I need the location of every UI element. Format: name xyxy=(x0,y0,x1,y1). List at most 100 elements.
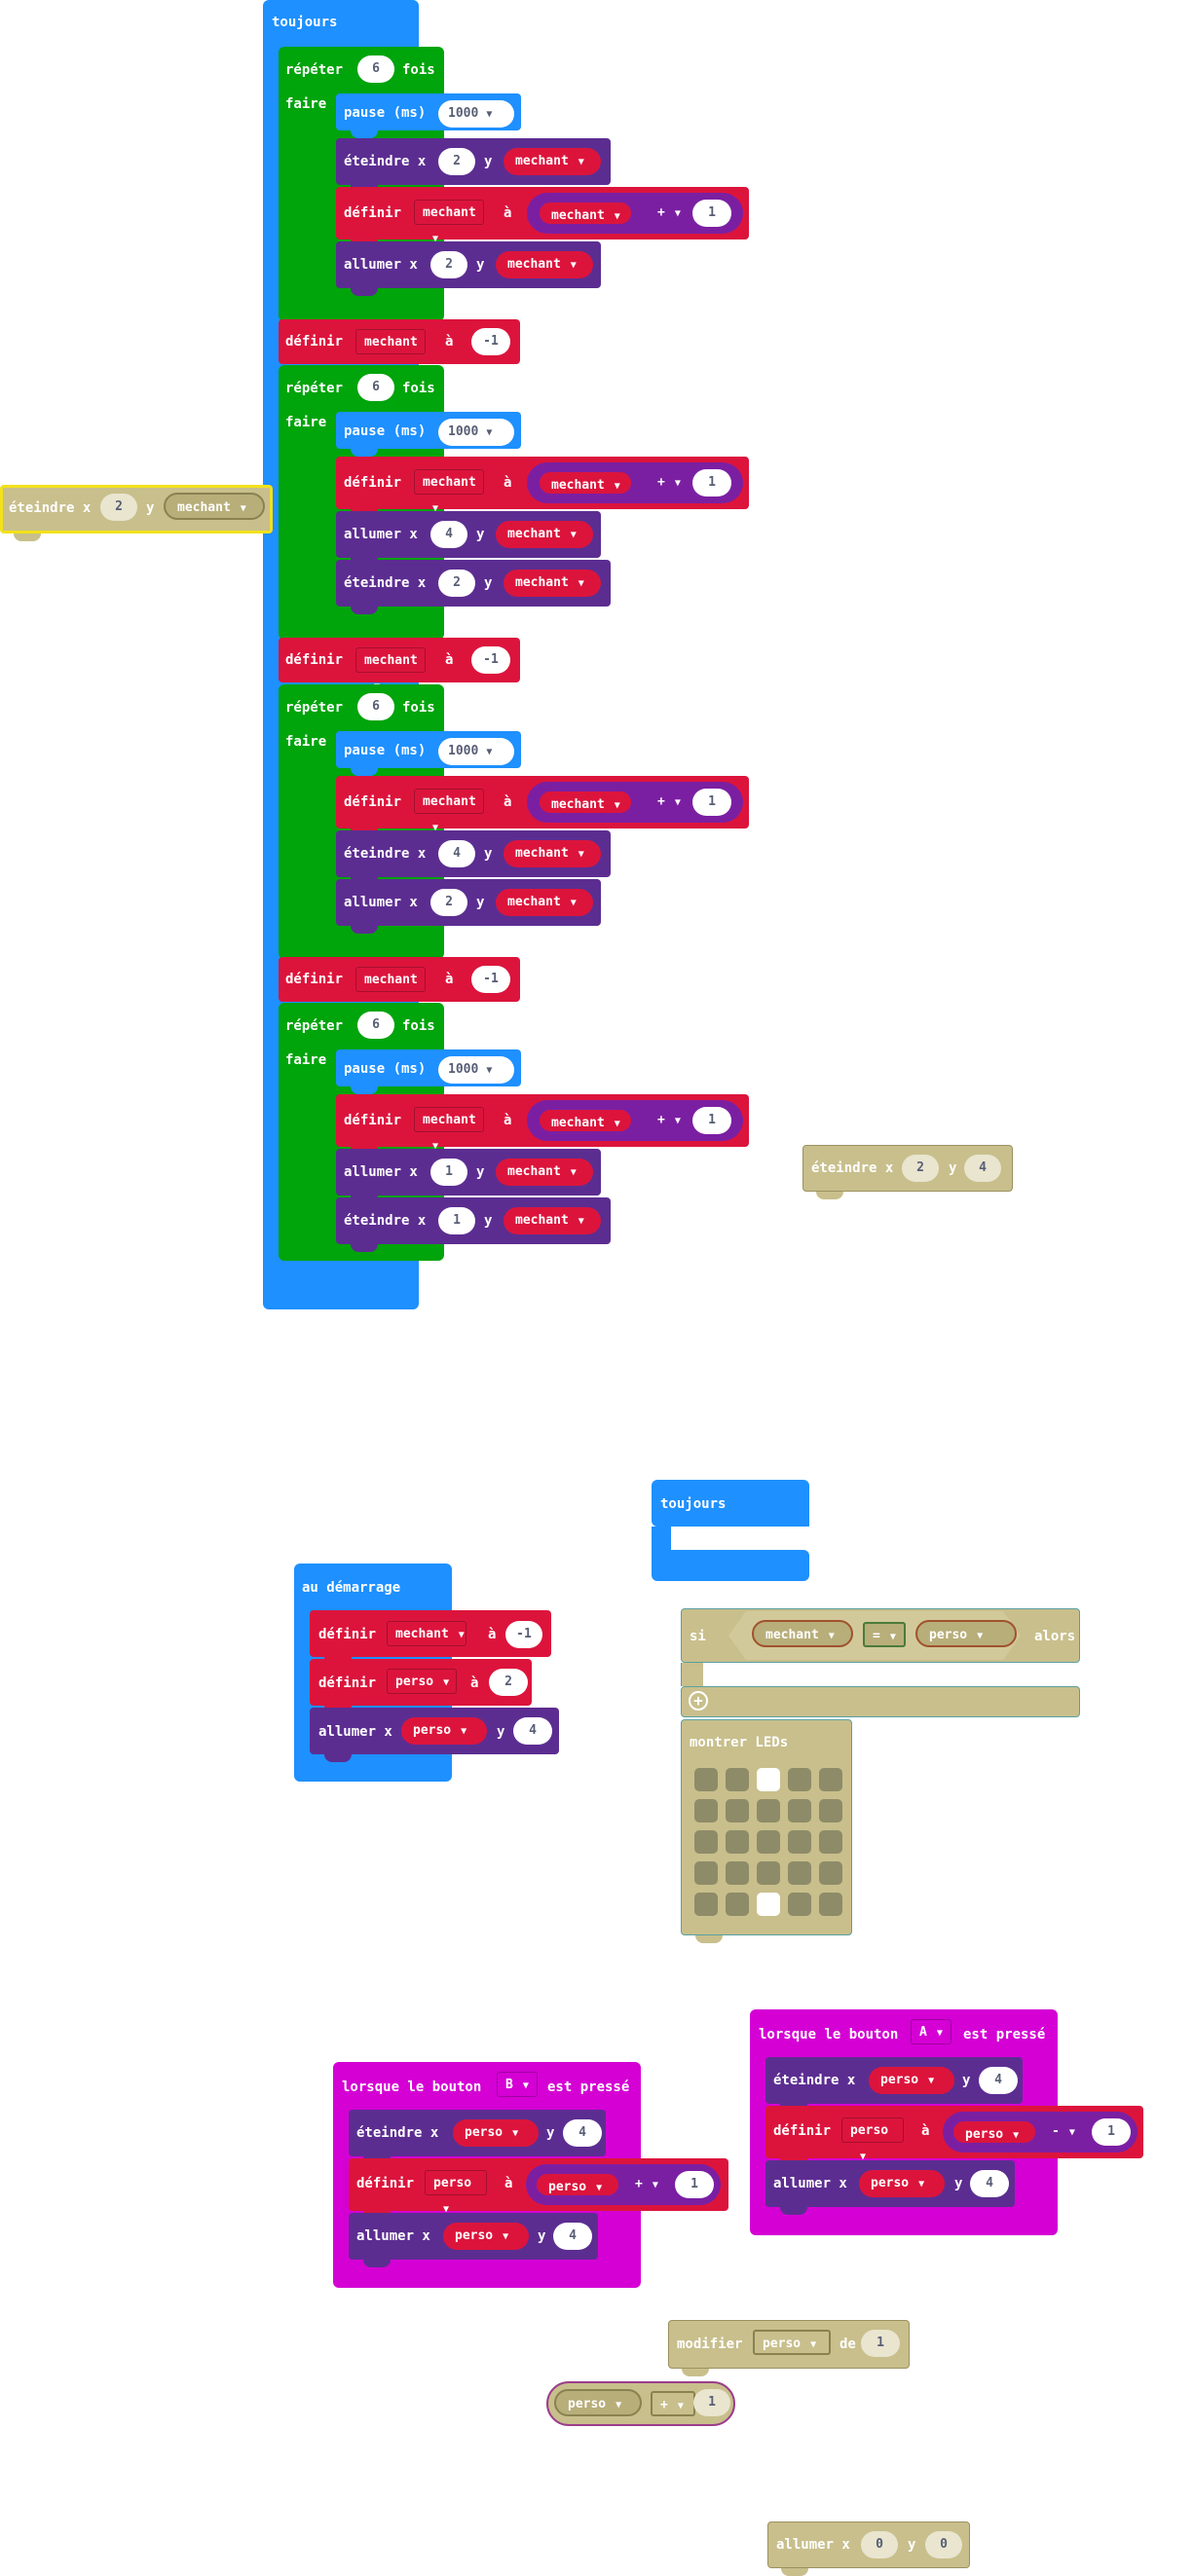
variable-reporter[interactable]: mechant▼ xyxy=(504,840,601,867)
number-input[interactable]: 1 xyxy=(1092,2118,1131,2146)
chevron-down-icon[interactable]: ▼ xyxy=(828,1631,835,1641)
x-input[interactable]: 2 xyxy=(430,889,467,916)
x-input[interactable]: 2 xyxy=(438,570,475,597)
chevron-down-icon[interactable]: ▼ xyxy=(677,2401,684,2411)
chevron-down-icon[interactable]: ▼ xyxy=(512,2128,519,2139)
chevron-down-icon[interactable]: ▼ xyxy=(674,1116,681,1126)
number-input[interactable]: 1 xyxy=(675,2171,714,2198)
operator-dropdown[interactable]: +▼ xyxy=(650,470,685,496)
chevron-down-icon[interactable]: ▼ xyxy=(596,2183,603,2193)
number-input[interactable]: 2 xyxy=(489,1669,528,1696)
variable-reporter[interactable]: perso▼ xyxy=(443,2223,529,2250)
variable-dropdown[interactable]: mechant▼ xyxy=(355,329,426,374)
led-cell[interactable] xyxy=(726,1830,749,1854)
led-cell[interactable] xyxy=(757,1799,780,1822)
number-input[interactable]: -1 xyxy=(471,646,510,674)
y-input[interactable]: 4 xyxy=(970,2170,1009,2197)
variable-reporter[interactable]: perso▼ xyxy=(534,2171,621,2198)
led-cell[interactable] xyxy=(788,1861,811,1885)
chevron-down-icon[interactable]: ▼ xyxy=(674,208,681,219)
led-cell[interactable] xyxy=(726,1799,749,1822)
chevron-down-icon[interactable]: ▼ xyxy=(652,2180,658,2190)
operator-dropdown[interactable]: +▼ xyxy=(650,790,685,815)
variable-reporter[interactable]: perso▼ xyxy=(915,1620,1017,1647)
x-input[interactable]: 2 xyxy=(902,1155,939,1182)
chevron-down-icon[interactable]: ▼ xyxy=(860,2152,867,2162)
variable-reporter[interactable]: mechant▼ xyxy=(164,493,265,520)
led-cell[interactable] xyxy=(788,1830,811,1854)
chevron-down-icon[interactable]: ▼ xyxy=(918,2179,925,2190)
operator-dropdown[interactable]: +▼ xyxy=(650,1108,685,1133)
variable-reporter[interactable]: mechant▼ xyxy=(496,521,593,548)
variable-reporter[interactable]: mechant▼ xyxy=(752,1620,853,1647)
y-input[interactable]: 4 xyxy=(964,1155,1001,1182)
variable-reporter[interactable]: perso▼ xyxy=(453,2119,539,2147)
variable-reporter[interactable]: perso▼ xyxy=(869,2067,954,2094)
variable-dropdown[interactable]: mechant▼ xyxy=(414,789,484,833)
variable-reporter[interactable]: mechant▼ xyxy=(504,570,601,597)
variable-dropdown[interactable]: mechant▼ xyxy=(355,647,426,692)
chevron-down-icon[interactable]: ▼ xyxy=(578,1216,584,1227)
variable-dropdown[interactable]: perso▼ xyxy=(387,1669,457,1694)
chevron-down-icon[interactable]: ▼ xyxy=(486,427,493,438)
number-input[interactable]: -1 xyxy=(505,1621,542,1648)
chevron-down-icon[interactable]: ▼ xyxy=(458,1630,465,1640)
number-input[interactable]: 1 xyxy=(692,200,731,227)
led-cell[interactable] xyxy=(819,1830,842,1854)
variable-dropdown[interactable]: mechant▼ xyxy=(414,200,484,244)
chevron-down-icon[interactable]: ▼ xyxy=(443,2204,450,2215)
chevron-down-icon[interactable]: ▼ xyxy=(570,1167,577,1178)
led-cell[interactable] xyxy=(757,1830,780,1854)
led-cell[interactable] xyxy=(757,1893,780,1916)
chevron-down-icon[interactable]: ▼ xyxy=(461,1726,467,1737)
variable-dropdown[interactable]: mechant▼ xyxy=(387,1621,466,1646)
led-cell[interactable] xyxy=(819,1893,842,1916)
pause-dropdown[interactable]: 1000▼ xyxy=(438,419,514,446)
chevron-down-icon[interactable]: ▼ xyxy=(486,747,493,757)
led-cell[interactable] xyxy=(819,1861,842,1885)
variable-dropdown[interactable]: perso▼ xyxy=(841,2117,904,2162)
number-input[interactable]: -1 xyxy=(471,966,510,993)
chevron-down-icon[interactable]: ▼ xyxy=(432,234,439,244)
led-cell[interactable] xyxy=(694,1861,718,1885)
pause-dropdown[interactable]: 1000▼ xyxy=(438,100,514,128)
chevron-down-icon[interactable]: ▼ xyxy=(614,481,620,492)
variable-reporter[interactable]: mechant▼ xyxy=(496,889,593,916)
chevron-down-icon[interactable]: ▼ xyxy=(614,211,620,222)
led-cell[interactable] xyxy=(788,1893,811,1916)
variable-dropdown[interactable]: mechant▼ xyxy=(414,469,484,514)
repeat-count-input[interactable]: 6 xyxy=(357,693,394,720)
chevron-down-icon[interactable]: ▼ xyxy=(1068,2127,1075,2138)
chevron-down-icon[interactable]: ▼ xyxy=(432,823,439,833)
x-input[interactable]: 0 xyxy=(861,2531,898,2558)
chevron-down-icon[interactable]: ▼ xyxy=(928,2076,935,2086)
chevron-down-icon[interactable]: ▼ xyxy=(578,157,584,167)
chevron-down-icon[interactable]: ▼ xyxy=(674,797,681,808)
chevron-down-icon[interactable]: ▼ xyxy=(1013,2130,1020,2141)
chevron-down-icon[interactable]: ▼ xyxy=(614,1119,620,1129)
y-input[interactable]: 4 xyxy=(979,2067,1018,2094)
variable-reporter[interactable]: perso▼ xyxy=(951,2118,1038,2146)
chevron-down-icon[interactable]: ▼ xyxy=(240,503,246,514)
repeat-count-input[interactable]: 6 xyxy=(357,55,394,83)
pause-dropdown[interactable]: 1000▼ xyxy=(438,738,514,765)
chevron-down-icon[interactable]: ▼ xyxy=(570,260,577,271)
variable-reporter[interactable]: perso▼ xyxy=(401,1717,487,1745)
led-cell[interactable] xyxy=(694,1799,718,1822)
chevron-down-icon[interactable]: ▼ xyxy=(578,578,584,589)
comparison-operator-dropdown[interactable]: =▼ xyxy=(863,1622,906,1647)
led-cell[interactable] xyxy=(788,1799,811,1822)
led-cell[interactable] xyxy=(694,1768,718,1791)
operator-dropdown[interactable]: -▼ xyxy=(1044,2119,1079,2145)
chevron-down-icon[interactable]: ▼ xyxy=(570,530,577,540)
repeat-count-input[interactable]: 6 xyxy=(357,374,394,401)
variable-reporter[interactable]: mechant▼ xyxy=(496,251,593,278)
y-input[interactable]: 4 xyxy=(553,2223,592,2250)
x-input[interactable]: 2 xyxy=(100,494,137,521)
chevron-down-icon[interactable]: ▼ xyxy=(977,1631,984,1641)
chevron-down-icon[interactable]: ▼ xyxy=(889,1632,896,1642)
led-cell[interactable] xyxy=(726,1893,749,1916)
number-input[interactable]: -1 xyxy=(471,328,510,355)
button-dropdown[interactable]: A▼ xyxy=(911,2019,951,2044)
y-input[interactable]: 4 xyxy=(513,1717,552,1745)
